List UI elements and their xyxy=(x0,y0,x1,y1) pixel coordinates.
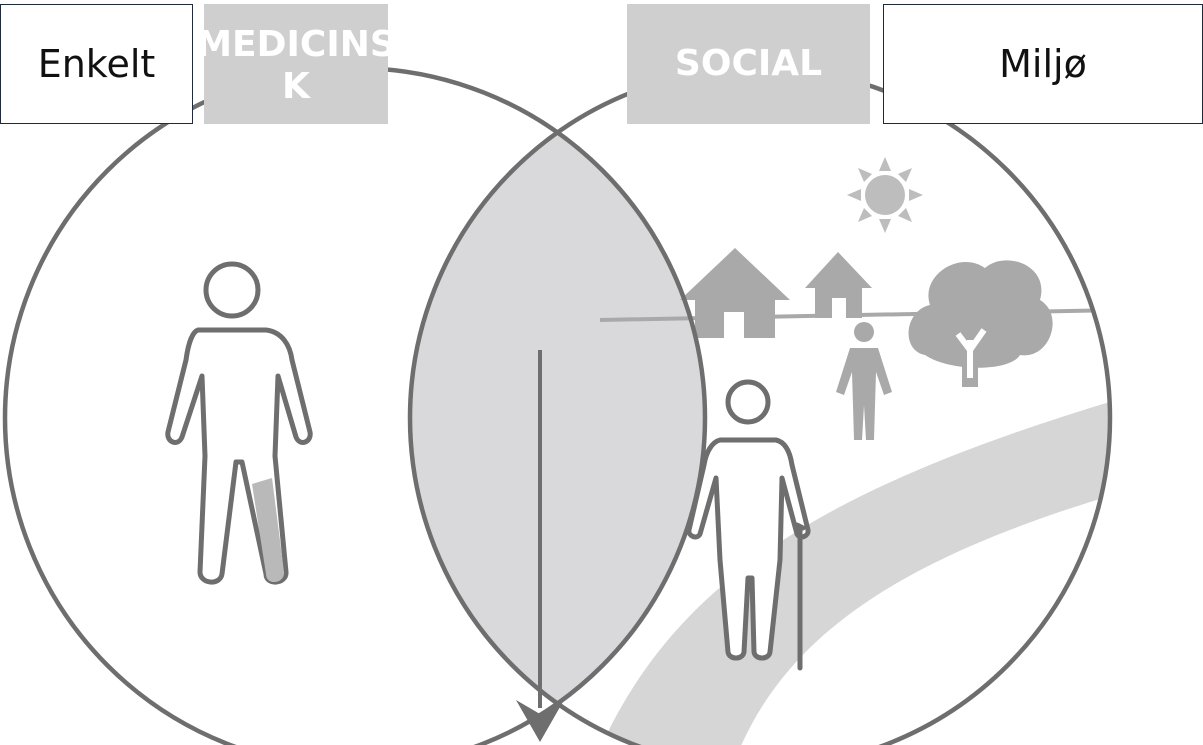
house-door xyxy=(832,298,846,318)
house-icon xyxy=(805,252,872,318)
road-path xyxy=(595,375,1110,745)
elderly-person-icon xyxy=(686,379,811,671)
medical-label: MEDICINS K xyxy=(196,24,396,107)
sun-icon xyxy=(847,157,923,233)
house-door xyxy=(724,312,744,338)
person-icon xyxy=(165,261,313,585)
environment-label: Miljø xyxy=(999,42,1087,86)
tree-branch-detail xyxy=(955,328,987,378)
individual-label: Enkelt xyxy=(37,42,156,86)
medical-label-box: MEDICINS K xyxy=(196,4,396,124)
house-icon xyxy=(680,248,790,338)
arrow-down-icon xyxy=(516,350,564,742)
tree-icon xyxy=(908,260,1053,387)
overlap-region xyxy=(410,68,705,745)
social-label: SOCIAL xyxy=(674,43,823,84)
person-icon xyxy=(836,322,892,440)
social-label-box: SOCIAL xyxy=(627,4,870,124)
individual-label-box: Enkelt xyxy=(0,4,193,124)
environment-label-box: Miljø xyxy=(883,4,1203,124)
